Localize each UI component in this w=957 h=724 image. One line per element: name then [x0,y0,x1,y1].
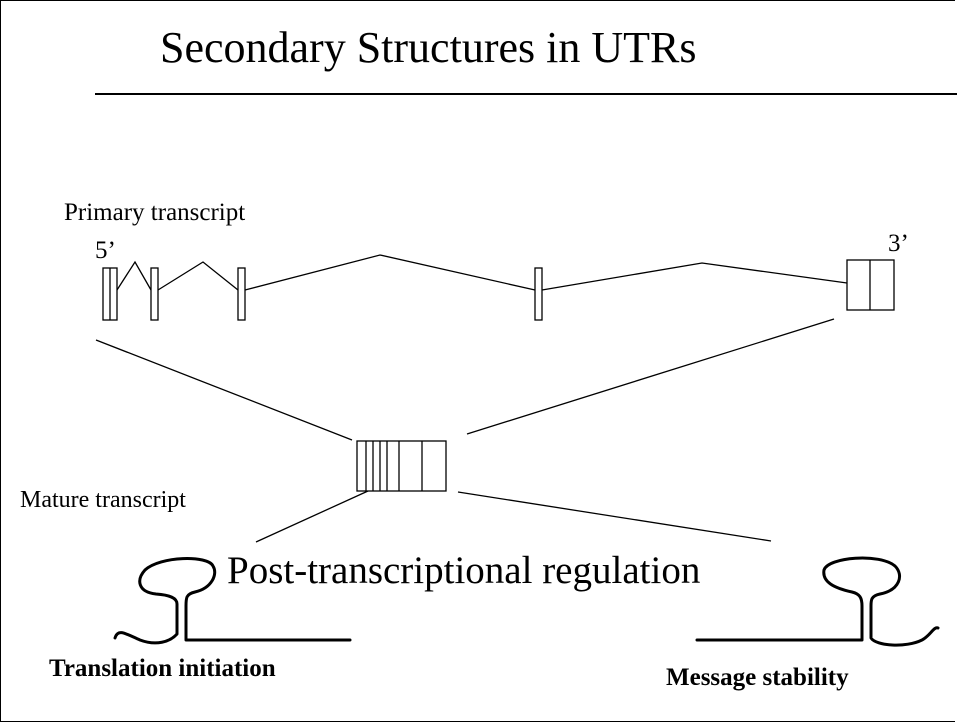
exon-4 [534,267,543,321]
translation-initiation-label: Translation initiation [49,655,276,682]
exon-3 [237,267,246,321]
three-prime-label: 3’ [888,230,909,257]
post-transcriptional-regulation-label: Post-transcriptional regulation [227,549,701,592]
intron-lines [116,254,848,291]
message-stability-label: Message stability [666,664,849,691]
left-stem-loop [113,557,352,645]
right-stem-loop [695,556,940,647]
five-prime-label: 5’ [95,237,116,264]
mature-transcript [356,440,447,492]
title-underline [95,93,957,95]
slide-title: Secondary Structures in UTRs [160,23,697,72]
splicing-connector-lines [95,318,835,543]
exon-2 [150,267,159,321]
mature-transcript-label: Mature transcript [20,487,186,513]
primary-transcript-label: Primary transcript [64,199,246,226]
